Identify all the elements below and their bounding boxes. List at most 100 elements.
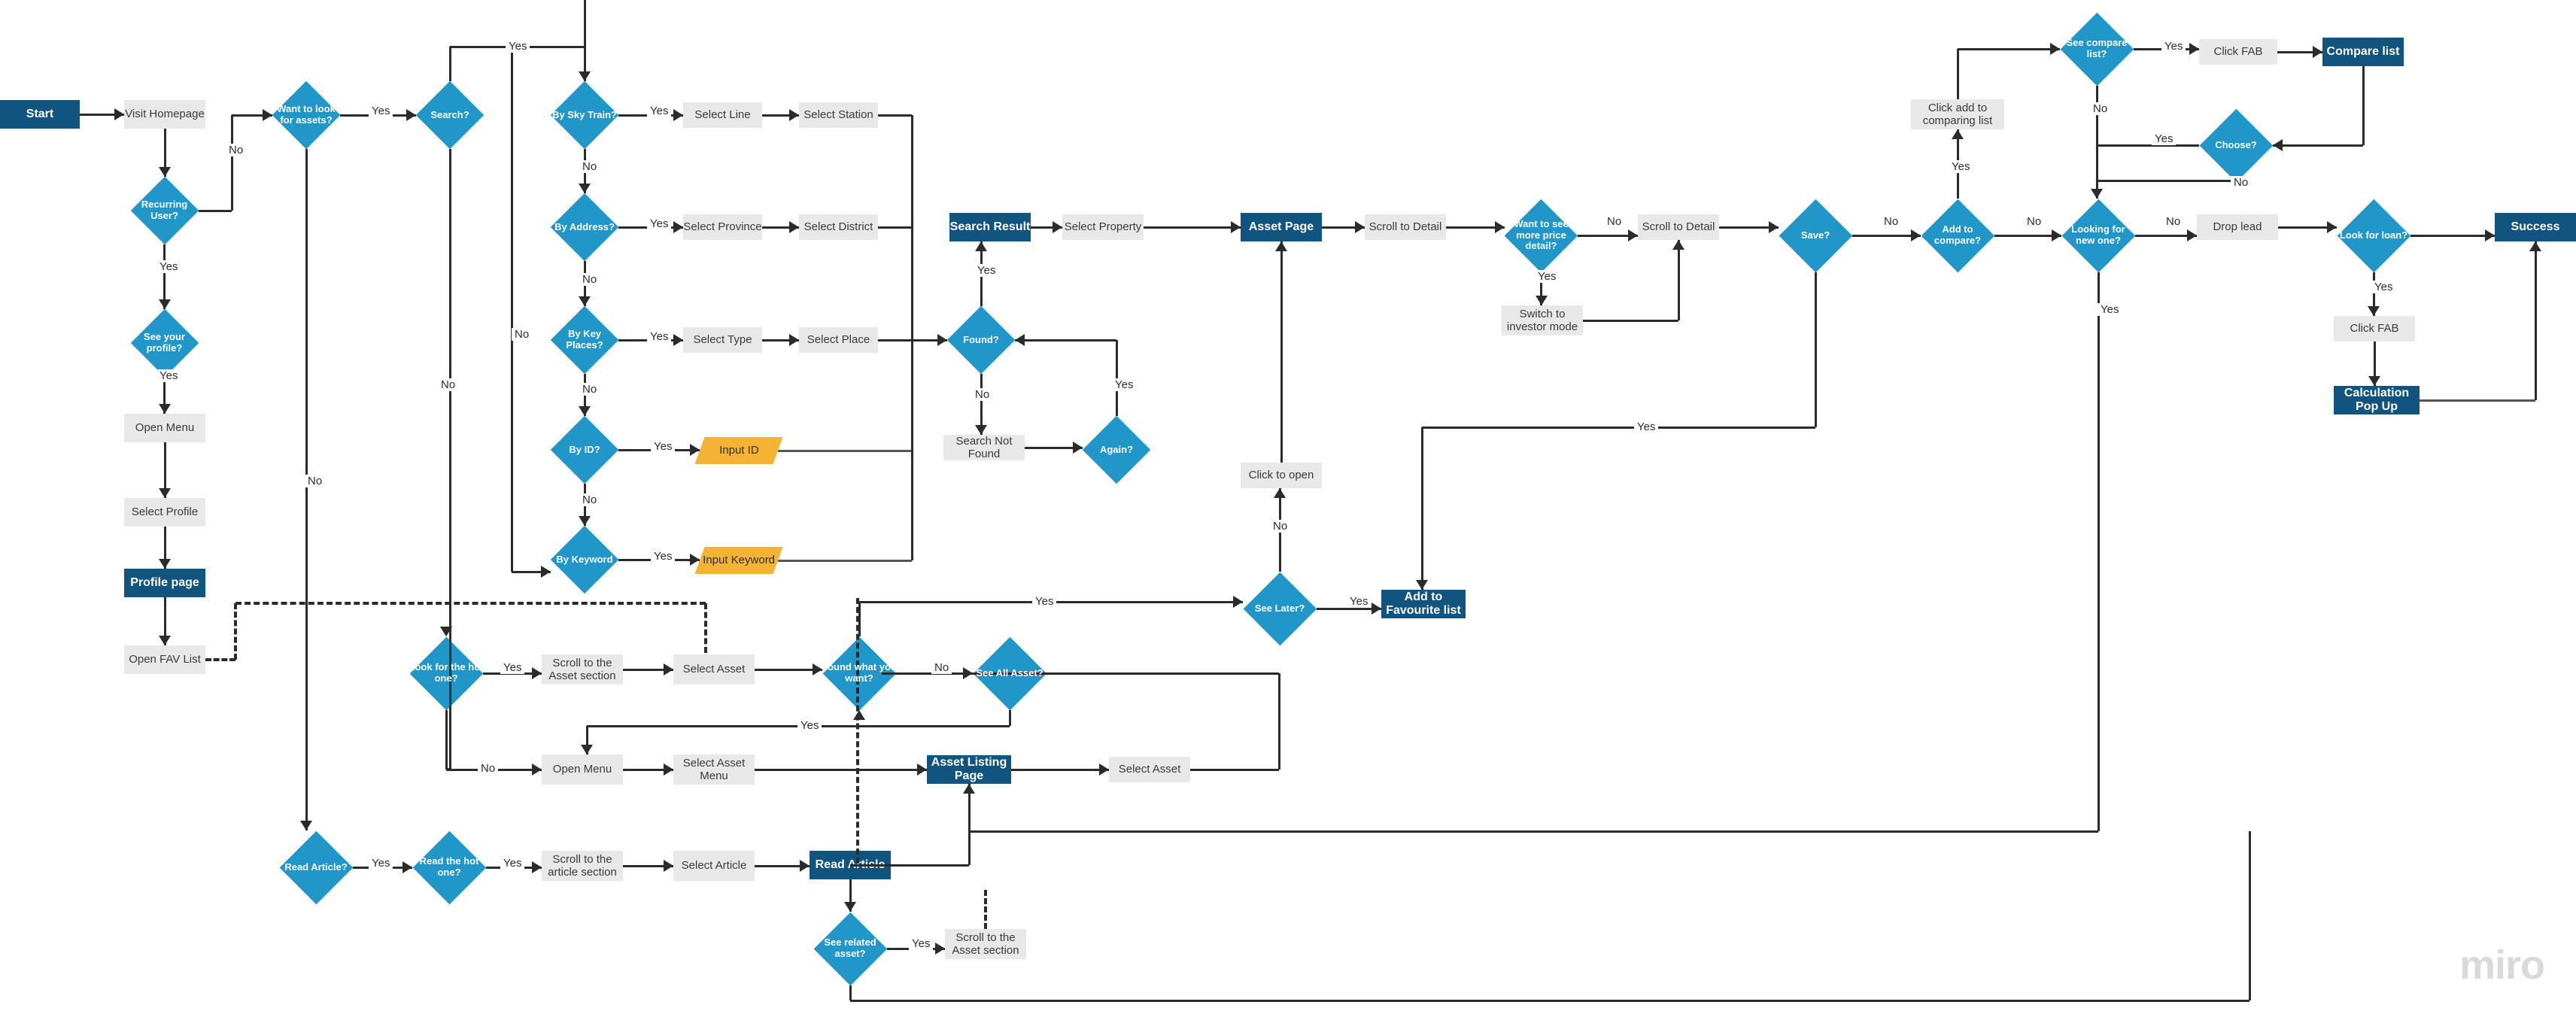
connector-segment bbox=[1422, 426, 1815, 429]
edge-label: Yes bbox=[2161, 40, 2186, 53]
node-select-asset-1[interactable]: Select Asset bbox=[673, 654, 755, 685]
node-looking-for-new-one[interactable]: Looking for new one? bbox=[2059, 199, 2137, 272]
node-search[interactable]: Search? bbox=[413, 80, 487, 150]
node-select-province[interactable]: Select Province bbox=[683, 214, 762, 240]
node-by-id[interactable]: By ID? bbox=[548, 415, 621, 484]
node-select-asset-menu[interactable]: Select Asset Menu bbox=[673, 754, 755, 785]
node-drop-lead[interactable]: Drop lead bbox=[2197, 214, 2278, 240]
arrow-head bbox=[853, 709, 865, 720]
node-asset-listing-page[interactable]: Asset Listing Page bbox=[927, 755, 1011, 784]
node-search-result[interactable]: Search Result bbox=[949, 213, 1031, 241]
edge-label: No bbox=[972, 388, 993, 401]
node-read-the-hot-one[interactable]: Read the hot one? bbox=[410, 830, 488, 904]
node-switch-investor-mode[interactable]: Switch to investor mode bbox=[1502, 305, 1583, 335]
connector-segment bbox=[2534, 241, 2537, 400]
node-scroll-to-asset-section-1[interactable]: Scroll to the Asset section bbox=[542, 654, 623, 685]
node-visit-homepage[interactable]: Visit Homepage bbox=[124, 100, 205, 129]
node-add-to-favourite-list[interactable]: Add to Favourite list bbox=[1381, 590, 1466, 618]
connector-segment bbox=[878, 114, 912, 117]
miro-watermark: miro bbox=[2459, 943, 2545, 988]
edge-label: Yes bbox=[974, 264, 999, 277]
node-see-related-asset[interactable]: See related asset? bbox=[811, 912, 889, 985]
node-choose[interactable]: Choose? bbox=[2197, 108, 2275, 182]
node-label: Select Profile bbox=[131, 505, 199, 519]
node-asset-page[interactable]: Asset Page bbox=[1241, 213, 1322, 241]
node-select-property[interactable]: Select Property bbox=[1062, 214, 1144, 240]
node-start[interactable]: Start bbox=[0, 100, 80, 129]
node-click-to-open[interactable]: Click to open bbox=[1241, 463, 1322, 488]
node-look-for-the-hot-one[interactable]: Look for the hot one? bbox=[407, 636, 485, 710]
node-select-profile[interactable]: Select Profile bbox=[124, 498, 205, 527]
connector-segment bbox=[2410, 234, 2495, 237]
node-see-your-profile[interactable]: See your profile? bbox=[125, 308, 204, 378]
node-input-id[interactable]: Input ID bbox=[694, 437, 783, 464]
node-select-line[interactable]: Select Line bbox=[683, 102, 762, 128]
node-select-type[interactable]: Select Type bbox=[683, 327, 762, 353]
node-label: Select Property bbox=[1064, 220, 1142, 234]
node-open-menu-2[interactable]: Open Menu bbox=[542, 754, 623, 785]
node-by-key-places[interactable]: By Key Places? bbox=[548, 305, 621, 375]
node-by-keyword[interactable]: By Keyword bbox=[548, 525, 621, 594]
node-label: By Key Places? bbox=[566, 328, 603, 351]
node-select-asset-2[interactable]: Select Asset bbox=[1109, 757, 1190, 782]
connector-segment bbox=[1814, 272, 1817, 427]
node-select-station[interactable]: Select Station bbox=[799, 102, 878, 128]
node-scroll-to-asset-section-2[interactable]: Scroll to the Asset section bbox=[945, 929, 1026, 959]
node-by-address[interactable]: By Address? bbox=[548, 193, 621, 262]
node-add-to-compare[interactable]: Add to compare? bbox=[1918, 199, 1997, 272]
arrow-head bbox=[2313, 46, 2322, 58]
edge-label: No bbox=[2024, 215, 2045, 228]
node-label: See your profile? bbox=[144, 331, 185, 354]
node-recurring-user[interactable]: Recurring User? bbox=[125, 176, 204, 245]
connector-segment bbox=[163, 244, 166, 309]
connector-segment bbox=[1958, 47, 2061, 50]
node-label: Looking for new one? bbox=[2071, 223, 2125, 246]
node-label: Select Article bbox=[681, 859, 747, 873]
node-click-add-comparing-list[interactable]: Click add to comparing list bbox=[1911, 99, 2004, 129]
node-want-to-look-for-assets[interactable]: Want to look for assets? bbox=[269, 80, 343, 150]
node-open-fav-list[interactable]: Open FAV List bbox=[124, 645, 205, 674]
node-select-district[interactable]: Select District bbox=[799, 214, 878, 240]
node-calculation-popup[interactable]: Calculation Pop Up bbox=[2334, 386, 2420, 414]
node-select-place[interactable]: Select Place bbox=[799, 327, 878, 353]
node-profile-page[interactable]: Profile page bbox=[124, 569, 205, 597]
node-compare-list[interactable]: Compare list bbox=[2322, 38, 2404, 66]
node-see-all-asset[interactable]: See All Asset? bbox=[971, 636, 1049, 710]
node-search-not-found[interactable]: Search Not Found bbox=[943, 435, 1025, 460]
edge-label: Yes bbox=[1112, 378, 1137, 391]
node-scroll-to-detail-1[interactable]: Scroll to Detail bbox=[1365, 214, 1446, 240]
node-label: Asset Listing Page bbox=[931, 755, 1007, 782]
arrow-head bbox=[579, 405, 591, 416]
node-select-article[interactable]: Select Article bbox=[673, 851, 755, 881]
node-read-article-q[interactable]: Read Article? bbox=[277, 830, 355, 904]
node-success[interactable]: Success bbox=[2495, 213, 2576, 241]
arrow-head bbox=[664, 764, 673, 776]
node-see-later[interactable]: See Later? bbox=[1241, 572, 1319, 645]
connector-segment bbox=[1280, 241, 1283, 463]
dashed-connector-segment bbox=[984, 890, 987, 929]
node-see-compare-list[interactable]: See compare list? bbox=[2058, 12, 2136, 86]
arrow-head bbox=[406, 109, 416, 121]
node-scroll-to-detail-2[interactable]: Scroll to Detail bbox=[1638, 214, 1719, 240]
node-by-sky-train[interactable]: By Sky Train? bbox=[548, 80, 621, 150]
node-label: Scroll to the article section bbox=[548, 852, 617, 879]
node-scroll-to-article-section[interactable]: Scroll to the article section bbox=[542, 851, 623, 881]
node-click-fab-1[interactable]: Click FAB bbox=[2199, 39, 2277, 65]
node-click-fab-2[interactable]: Click FAB bbox=[2334, 316, 2415, 342]
node-label: Select Asset bbox=[1118, 763, 1181, 776]
node-found[interactable]: Found? bbox=[944, 305, 1018, 375]
node-again[interactable]: Again? bbox=[1080, 415, 1153, 484]
connector-segment bbox=[762, 338, 799, 342]
node-found-what-you-want[interactable]: Found what you want? bbox=[820, 636, 898, 710]
connector-segment bbox=[1583, 319, 1678, 322]
node-save[interactable]: Save? bbox=[1776, 199, 1855, 272]
node-label: Scroll to the Asset section bbox=[952, 930, 1019, 957]
node-input-keyword[interactable]: Input Keyword bbox=[694, 547, 783, 574]
node-want-more-price-detail[interactable]: Want to see more price detail? bbox=[1502, 199, 1581, 272]
connector-segment bbox=[623, 668, 673, 671]
node-look-for-loan[interactable]: Look for loan? bbox=[2334, 199, 2413, 272]
node-label: Success bbox=[2511, 220, 2560, 233]
node-open-menu-1[interactable]: Open Menu bbox=[124, 414, 205, 442]
node-label: Recurring User? bbox=[141, 199, 188, 221]
